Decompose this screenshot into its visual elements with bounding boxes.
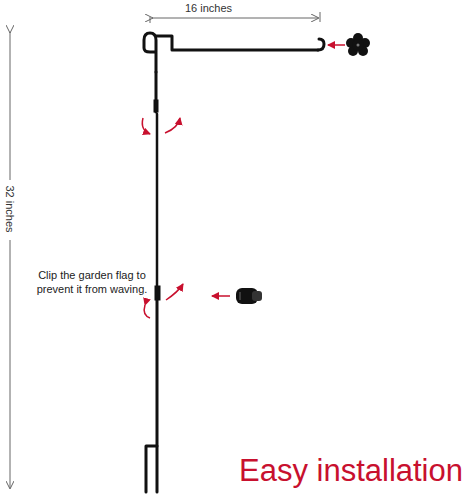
clip-note: Clip the garden flag to prevent it from … <box>36 268 148 296</box>
width-dimension <box>150 12 320 23</box>
height-dimension <box>10 32 11 488</box>
width-dimension-text: 16 inches <box>185 2 232 14</box>
top-arm <box>144 33 324 72</box>
twist-arrows <box>142 118 183 318</box>
height-dimension-text: 32 inches <box>4 179 16 239</box>
banner-text: Easy installation <box>239 453 463 489</box>
pole <box>146 72 160 492</box>
flower-stopper <box>328 33 370 56</box>
flag-clip <box>212 288 262 304</box>
